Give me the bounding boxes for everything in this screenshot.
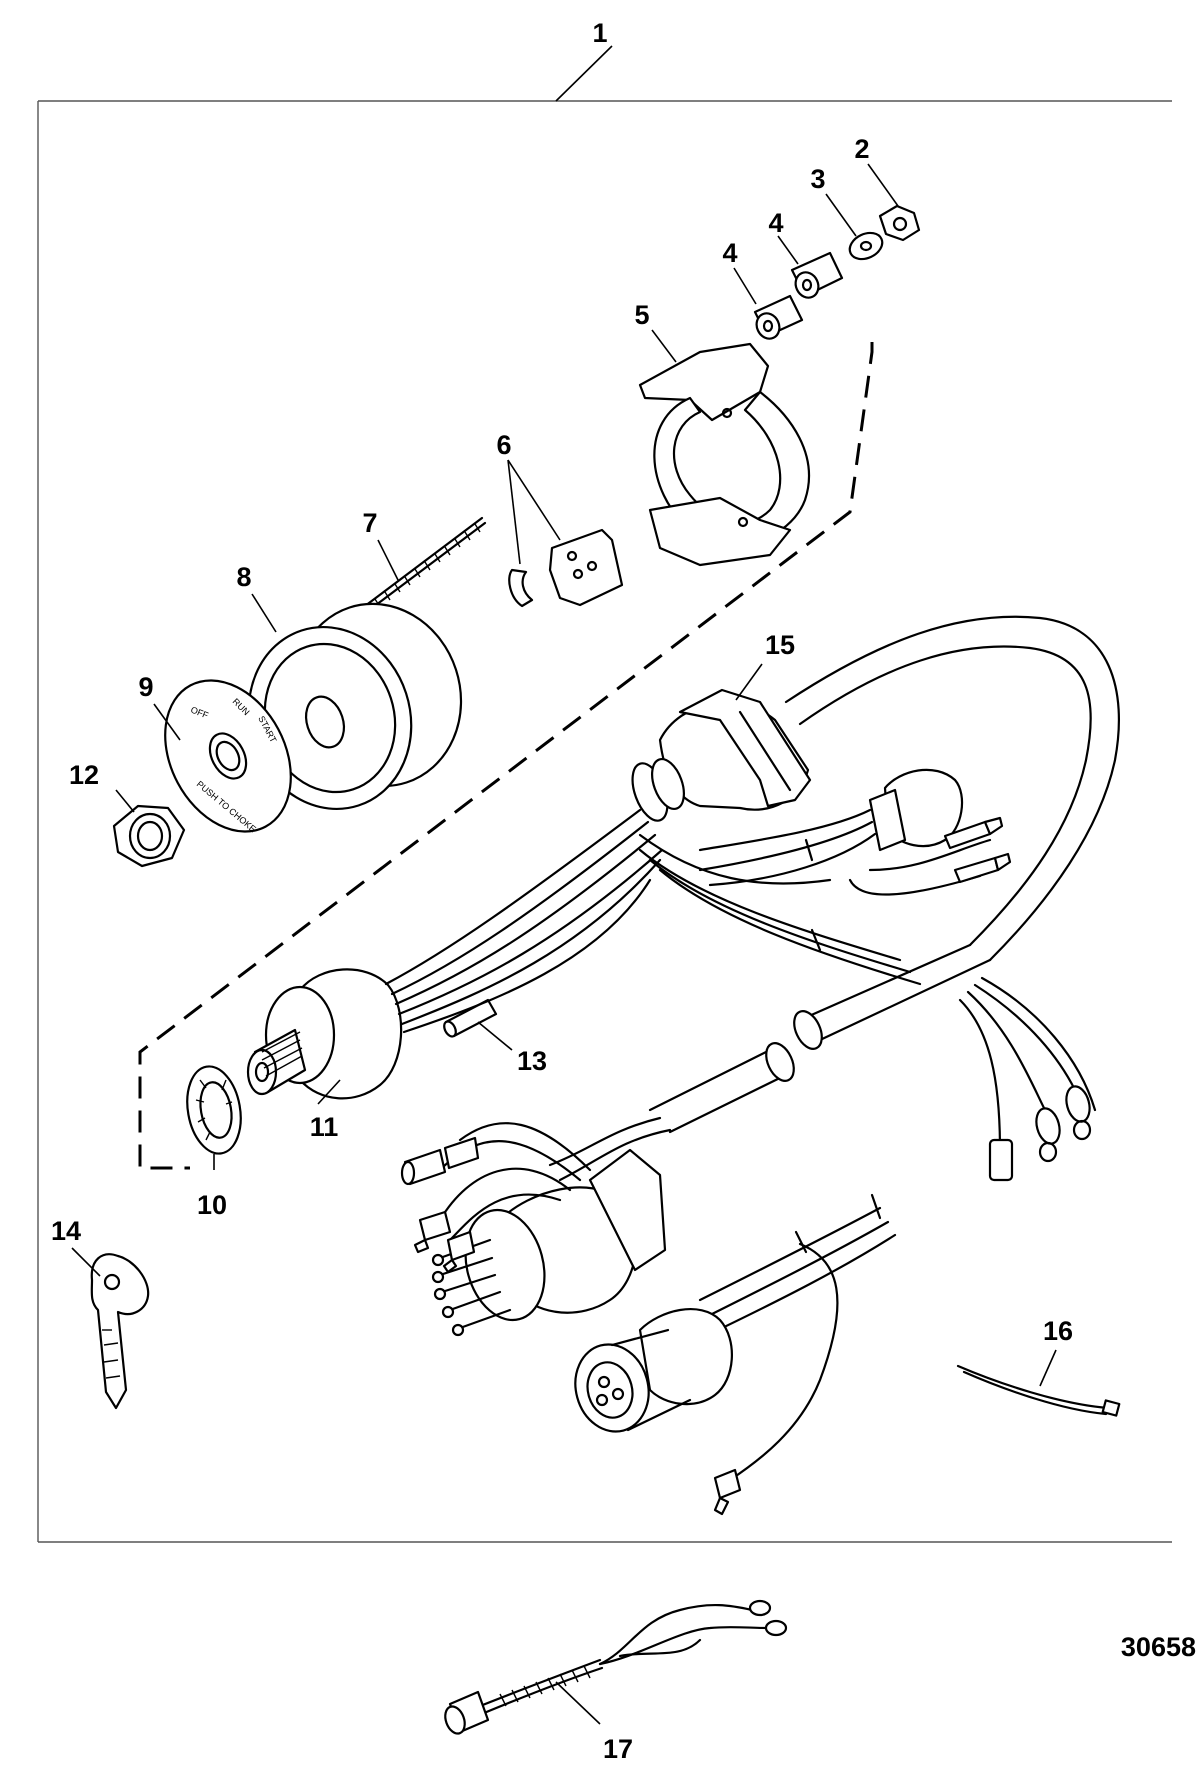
part-6-contact-plate: [548, 528, 624, 607]
callout-9: 9: [138, 672, 153, 702]
part-16-cable-tie: [956, 1364, 1121, 1417]
callout-6: 6: [496, 430, 511, 460]
callout-3: 3: [810, 164, 825, 194]
figure-number: 30658: [1121, 1632, 1196, 1662]
callout-15: 15: [765, 630, 795, 660]
callout-4-right: 4: [768, 208, 783, 238]
callout-7: 7: [362, 508, 377, 538]
part-4-spacer-lower: [753, 294, 804, 340]
callout-13: 13: [517, 1046, 547, 1076]
assembly-frame: [37, 100, 1172, 1543]
part-13-pin: [443, 998, 498, 1038]
part-4-spacer-upper: [790, 251, 844, 299]
part-17-accessory-harness: [444, 1599, 788, 1735]
part-3-washer: [848, 231, 884, 261]
callout-2: 2: [854, 134, 869, 164]
callout-17: 17: [603, 1734, 633, 1764]
callout-labels: 1 2 3 4 4 5 6 7 8 9 10 11 12 13 14 15 16…: [51, 18, 1073, 1764]
part-5-mounting-bracket: [638, 342, 811, 567]
assembly-dashed-line: [138, 342, 874, 1170]
leader-lines: [71, 45, 1057, 1725]
callout-5: 5: [634, 300, 649, 330]
part-2-nut: [878, 204, 921, 242]
part-6-clip: [508, 568, 534, 608]
part-11-ignition-switch: [246, 968, 403, 1100]
part-15-wiring-harness: [384, 615, 1121, 1516]
part-10-lock-washer: [186, 1065, 242, 1155]
callout-11: 11: [310, 1112, 339, 1142]
part-12-hex-nut: [112, 804, 186, 868]
callout-14: 14: [51, 1216, 81, 1246]
callout-16: 16: [1043, 1316, 1073, 1346]
callout-8: 8: [236, 562, 251, 592]
callout-10: 10: [197, 1190, 227, 1220]
part-7-threaded-stud: [363, 516, 487, 613]
part-14-key: [90, 1253, 150, 1410]
callout-4-left: 4: [722, 238, 737, 268]
callout-12: 12: [69, 760, 99, 790]
callout-1: 1: [592, 18, 607, 48]
